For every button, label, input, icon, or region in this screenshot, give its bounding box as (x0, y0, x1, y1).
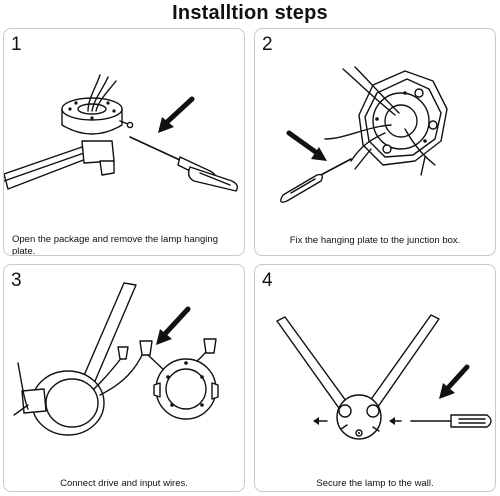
step-4-caption: Secure the lamp to the wall. (263, 478, 487, 490)
step-3-caption: Connect drive and input wires. (12, 478, 236, 490)
step-3-illustration (4, 265, 244, 491)
step-1-illustration (4, 29, 244, 255)
step-2-panel: 2 (254, 28, 496, 256)
step-3-panel: 3 (3, 264, 245, 492)
screwdriver (130, 137, 237, 191)
arrow-indicator (289, 133, 327, 161)
arrow-indicator (158, 99, 192, 133)
step-4-illustration (255, 265, 495, 491)
lamp-hanging-plate (62, 98, 133, 134)
screwdriver (281, 159, 351, 202)
lamp-arm (4, 147, 86, 189)
arrow-indicator (156, 309, 188, 345)
step-2-caption: Fix the hanging plate to the junction bo… (263, 235, 487, 247)
step-1-panel: 1 (3, 28, 245, 256)
arrow-indicator (439, 367, 467, 399)
lamp-mount-block (82, 141, 114, 175)
lamp-base (337, 395, 381, 439)
step-4-panel: 4 (254, 264, 496, 492)
screwdriver (411, 415, 491, 427)
mounting-plate (154, 359, 218, 419)
step-2-illustration (255, 29, 495, 255)
step-1-caption: Open the package and remove the lamp han… (12, 234, 236, 256)
page-title: Installtion steps (0, 0, 500, 26)
